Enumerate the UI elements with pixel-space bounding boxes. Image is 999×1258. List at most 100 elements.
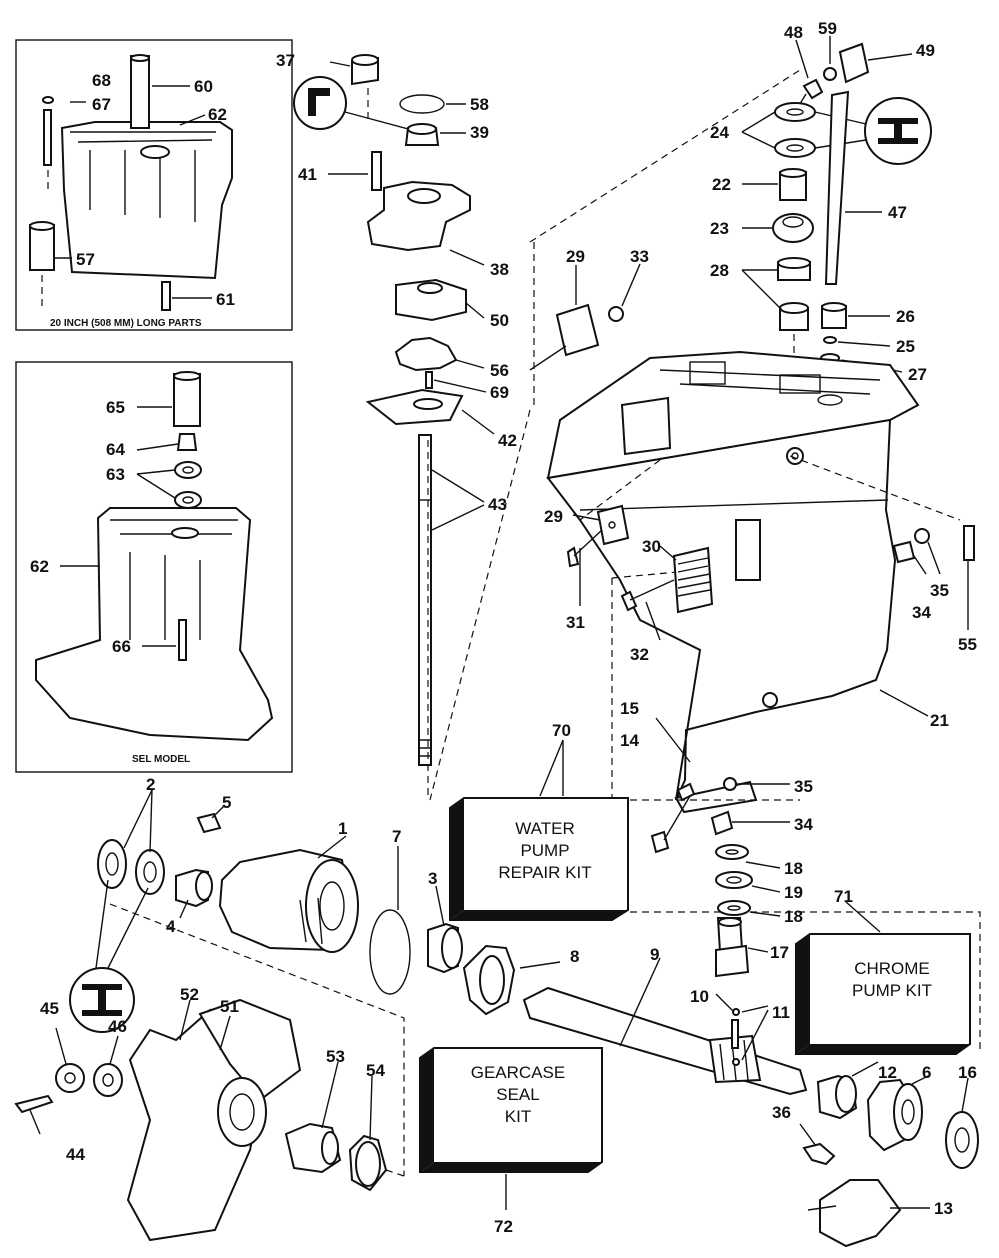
label-18: 18 [784, 859, 803, 878]
label-inset-57: 57 [76, 250, 95, 269]
label-71: 71 [834, 887, 853, 906]
label-41: 41 [298, 165, 317, 184]
propeller-group [14, 998, 405, 1242]
label-32: 32 [630, 645, 649, 664]
label-59: 59 [818, 19, 837, 38]
inset-sel-model-caption: SEL MODEL [132, 754, 190, 765]
kit-water-pump-line3: REPAIR KIT [498, 863, 591, 882]
label-56: 56 [490, 361, 509, 380]
label-47: 47 [888, 203, 907, 222]
gearcase-housing [429, 69, 961, 814]
label-1: 1 [338, 819, 347, 838]
label-42: 42 [498, 431, 517, 450]
label-inset-60: 60 [194, 77, 213, 96]
gearcase-seal-kit-box [419, 1047, 603, 1210]
label-10: 10 [690, 987, 709, 1006]
label-30: 30 [642, 537, 661, 556]
label-36: 36 [772, 1103, 791, 1122]
label-6: 6 [922, 1063, 931, 1082]
label-23: 23 [710, 219, 729, 238]
label-44: 44 [66, 1145, 85, 1164]
label-53: 53 [326, 1047, 345, 1066]
inset-sel-model-drawing [35, 371, 274, 742]
label-sel-62: 62 [30, 557, 49, 576]
label-3: 3 [428, 869, 437, 888]
inset-long-parts-caption: 20 INCH (508 MM) LONG PARTS [50, 318, 202, 329]
label-37: 37 [276, 51, 295, 70]
label-inset-67: 67 [92, 95, 111, 114]
inset-long-parts-frame [15, 39, 293, 331]
label-2: 2 [146, 775, 155, 794]
label-54: 54 [366, 1061, 385, 1080]
label-sel-65: 65 [106, 398, 125, 417]
label-12: 12 [878, 1063, 897, 1082]
label-26: 26 [896, 307, 915, 326]
label-28: 28 [710, 261, 729, 280]
label-16: 16 [958, 1063, 977, 1082]
label-70: 70 [552, 721, 571, 740]
label-51: 51 [220, 997, 239, 1016]
label-31: 31 [566, 613, 585, 632]
label-72: 72 [494, 1217, 513, 1236]
kit-chrome-pump-line1: CHROME [854, 959, 930, 978]
kit-gearcase-seal-line3: KIT [505, 1107, 531, 1126]
label-22: 22 [712, 175, 731, 194]
label-inset-61: 61 [216, 290, 235, 309]
label-34b: 34 [794, 815, 813, 834]
label-13: 13 [934, 1199, 953, 1218]
label-4: 4 [166, 917, 176, 936]
label-21: 21 [930, 711, 949, 730]
label-inset-68: 68 [92, 71, 111, 90]
label-24: 24 [710, 123, 729, 142]
label-sel-63: 63 [106, 465, 125, 484]
inset-sel-model-frame [15, 361, 293, 773]
label-45: 45 [40, 999, 59, 1018]
kit-water-pump-line1: WATER [515, 819, 575, 838]
label-69: 69 [490, 383, 509, 402]
label-46: 46 [108, 1017, 127, 1036]
water-pump-kit-box [449, 739, 629, 921]
label-50: 50 [490, 311, 509, 330]
kit-water-pump-line2: PUMP [520, 841, 569, 860]
label-43: 43 [488, 495, 507, 514]
label-58: 58 [470, 95, 489, 114]
label-29: 29 [566, 247, 585, 266]
label-29b: 29 [544, 507, 563, 526]
upper-right-parts [741, 36, 932, 373]
label-52: 52 [180, 985, 199, 1004]
label-11: 11 [772, 1003, 790, 1022]
label-sel-64: 64 [106, 440, 125, 459]
label-sel-66: 66 [112, 637, 131, 656]
label-17: 17 [770, 943, 789, 962]
label-25: 25 [896, 337, 915, 356]
gearcase-side-parts [529, 263, 975, 854]
kit-chrome-pump-line2: PUMP KIT [852, 981, 932, 1000]
label-9: 9 [650, 945, 659, 964]
label-15: 15 [620, 699, 639, 718]
chrome-pump-kit-box [630, 901, 981, 1055]
label-35: 35 [930, 581, 949, 600]
water-pump-stack [293, 54, 495, 800]
label-inset-62: 62 [208, 105, 227, 124]
label-35b: 35 [794, 777, 813, 796]
label-38: 38 [490, 260, 509, 279]
kit-gearcase-seal-line2: SEAL [496, 1085, 539, 1104]
label-33: 33 [630, 247, 649, 266]
label-55: 55 [958, 635, 977, 654]
label-49: 49 [916, 41, 935, 60]
kit-gearcase-seal-line1: GEARCASE [471, 1063, 565, 1082]
lower-gear-train [69, 789, 979, 1248]
label-5: 5 [222, 793, 231, 812]
label-14: 14 [620, 731, 639, 750]
label-19: 19 [784, 883, 803, 902]
label-8: 8 [570, 947, 579, 966]
label-39: 39 [470, 123, 489, 142]
label-18b: 18 [784, 907, 803, 926]
label-7: 7 [392, 827, 401, 846]
label-27: 27 [908, 365, 927, 384]
label-48: 48 [784, 23, 803, 42]
label-34: 34 [912, 603, 931, 622]
inset-long-parts-drawing [29, 54, 233, 311]
